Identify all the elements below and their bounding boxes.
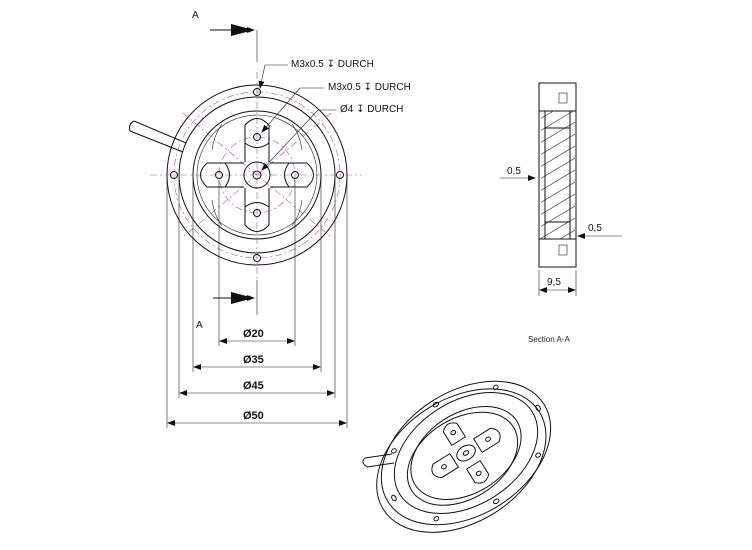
mounting-holes <box>170 88 344 262</box>
diameter-dimensions <box>167 338 347 426</box>
section-hatching <box>541 111 575 239</box>
section-view <box>500 82 622 296</box>
dim-offset-right: 0,5 <box>588 223 602 234</box>
dim-thickness: 9,5 <box>547 277 561 288</box>
dim-d50: Ø50 <box>243 410 264 422</box>
cable-icon <box>129 120 187 153</box>
dim-d45: Ø45 <box>243 380 264 392</box>
iso-cross-spring <box>431 422 501 484</box>
iso-rim-holes <box>391 384 541 522</box>
callout-thread-outer: M3x0.5 ↧ DURCH <box>291 59 374 70</box>
section-marker-top: A <box>192 10 199 21</box>
section-marker-bottom: A <box>196 320 203 331</box>
callout-hole-center: Ø4 ↧ DURCH <box>340 104 403 115</box>
extension-lines <box>166 175 348 428</box>
front-view: A A M3x0.5 ↧ DURCH M3x0.5 ↧ DURCH Ø4 ↧ D… <box>129 10 411 428</box>
dim-offset-left: 0,5 <box>507 166 521 177</box>
isometric-view <box>376 380 552 533</box>
dim-d20: Ø20 <box>243 328 264 340</box>
callout-thread-inner: M3x0.5 ↧ DURCH <box>328 82 411 93</box>
iso-cable <box>362 453 395 468</box>
section-title: Section A-A <box>528 335 570 344</box>
dim-d35: Ø35 <box>243 354 264 366</box>
section-arrow-icon <box>210 24 258 315</box>
cross-spring <box>200 118 314 232</box>
